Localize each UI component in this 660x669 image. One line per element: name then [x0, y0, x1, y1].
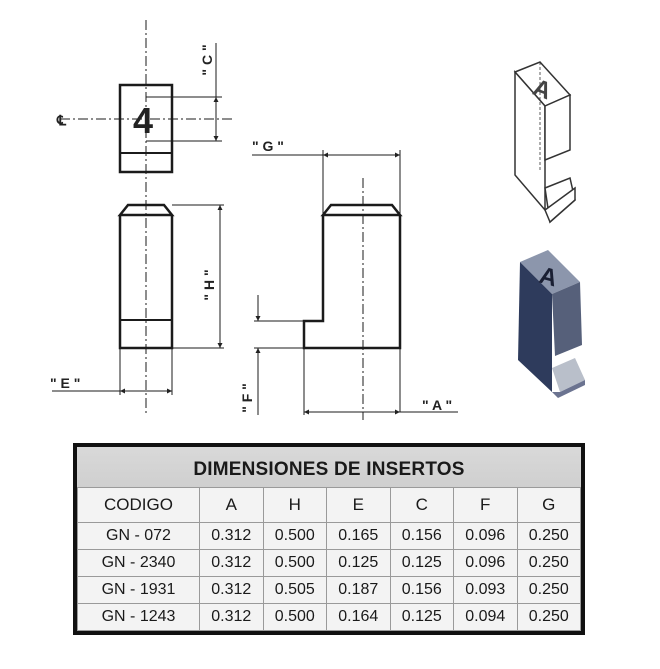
- value-cell: 0.187: [326, 576, 391, 604]
- isometric-wireframe-insert: A: [513, 61, 576, 224]
- code-cell: GN - 2340: [77, 549, 200, 577]
- value-cell: 0.096: [453, 522, 518, 550]
- header-cell: F: [453, 487, 518, 523]
- table-title: DIMENSIONES DE INSERTOS: [77, 447, 581, 487]
- value-cell: 0.250: [516, 549, 581, 577]
- value-cell: 0.125: [389, 603, 454, 631]
- top-view: [60, 20, 233, 415]
- iso-character-bottom: A: [536, 262, 560, 293]
- value-cell: 0.500: [262, 603, 327, 631]
- header-cell: E: [326, 487, 391, 523]
- value-cell: 0.500: [262, 522, 327, 550]
- centerline-symbol: ℄: [56, 112, 67, 128]
- code-cell: GN - 1243: [77, 603, 200, 631]
- label-e: " E ": [50, 375, 80, 391]
- header-cell: H: [262, 487, 327, 523]
- front-view: [52, 203, 224, 395]
- value-cell: 0.312: [199, 549, 264, 577]
- value-cell: 0.250: [516, 576, 581, 604]
- value-cell: 0.125: [326, 549, 391, 577]
- label-a: " A ": [422, 397, 452, 413]
- dimensions-table: DIMENSIONES DE INSERTOS CODIGO A H E C F…: [73, 443, 585, 635]
- label-f: " F ": [239, 383, 255, 413]
- header-cell: A: [199, 487, 264, 523]
- label-h: " H ": [201, 269, 217, 300]
- header-cell: C: [389, 487, 454, 523]
- value-cell: 0.096: [453, 549, 518, 577]
- header-cell: G: [516, 487, 581, 523]
- value-cell: 0.250: [516, 522, 581, 550]
- isometric-solid-insert: A: [518, 250, 585, 398]
- insert-character: 4: [133, 100, 153, 141]
- label-c: " C ": [199, 44, 215, 75]
- value-cell: 0.505: [262, 576, 327, 604]
- value-cell: 0.500: [262, 549, 327, 577]
- header-cell: CODIGO: [77, 487, 200, 523]
- value-cell: 0.094: [453, 603, 518, 631]
- value-cell: 0.156: [389, 522, 454, 550]
- value-cell: 0.164: [326, 603, 391, 631]
- code-cell: GN - 072: [77, 522, 200, 550]
- value-cell: 0.165: [326, 522, 391, 550]
- code-cell: GN - 1931: [77, 576, 200, 604]
- value-cell: 0.312: [199, 576, 264, 604]
- technical-drawing: 4 ℄ " C " " H " " E " " G " " F " " A " …: [50, 20, 585, 420]
- value-cell: 0.312: [199, 603, 264, 631]
- value-cell: 0.156: [389, 576, 454, 604]
- side-view: [252, 150, 458, 420]
- table-header-row: CODIGO A H E C F G: [77, 487, 581, 523]
- value-cell: 0.250: [516, 603, 581, 631]
- label-g: " G ": [252, 138, 284, 154]
- value-cell: 0.312: [199, 522, 264, 550]
- value-cell: 0.125: [389, 549, 454, 577]
- value-cell: 0.093: [453, 576, 518, 604]
